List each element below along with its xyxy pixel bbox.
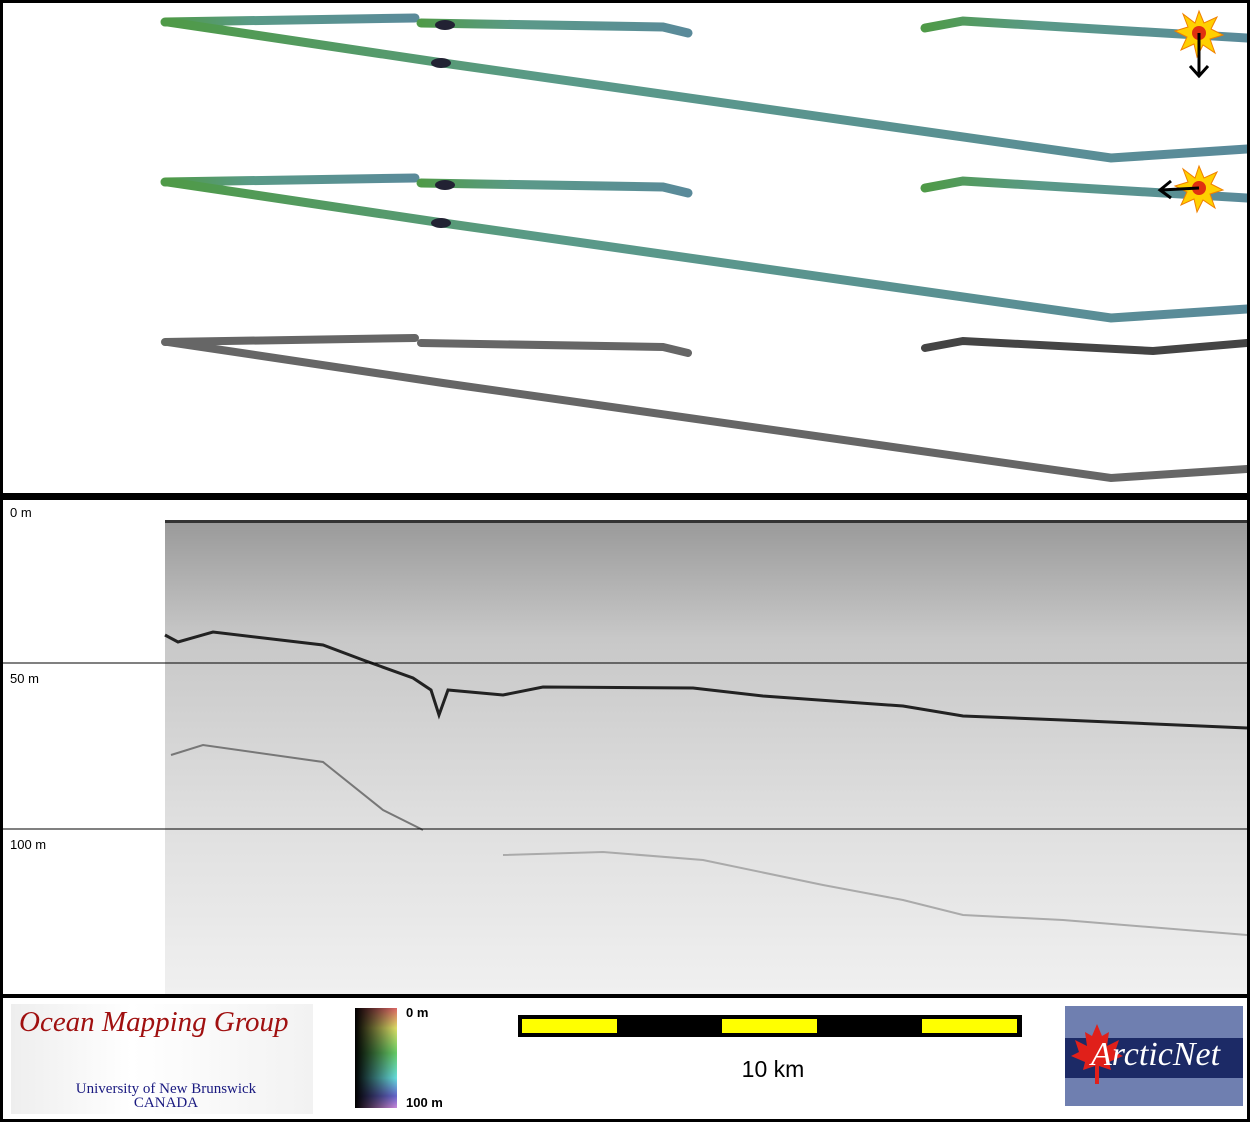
- swath-map: [160, 9, 1247, 483]
- scale-bar-segment: [922, 1019, 1017, 1033]
- omg-logo-country: CANADA: [133, 1095, 199, 1111]
- sun-illumination-icon: [1157, 164, 1225, 214]
- ocean-mapping-group-logo: Ocean Mapping Group University of New Br…: [11, 1004, 313, 1114]
- arcticnet-logo-text: ArcticNet: [1091, 1036, 1221, 1073]
- omg-logo-university: University of New Brunswick: [75, 1081, 257, 1097]
- swath-backscatter: [161, 334, 1247, 483]
- seismic-data-area: [165, 520, 1247, 994]
- depth-colorbar: [355, 1008, 397, 1108]
- sun-illumination-icon: [1173, 9, 1225, 79]
- omg-logo-title: Ocean Mapping Group: [19, 1006, 289, 1038]
- scale-bar-segment: [722, 1019, 817, 1033]
- depth-label-100m: 100 m: [10, 837, 47, 852]
- scale-bar-label: 10 km: [741, 1056, 805, 1082]
- omg-logo-subtitle: University of New Brunswick CANADA: [51, 1081, 281, 1111]
- scale-bar-segment: [522, 1019, 617, 1033]
- depth-label-0m: 0 m: [10, 505, 32, 520]
- swath-bathymetry-lower: [160, 173, 1247, 323]
- swath-map-panel: [3, 3, 1247, 493]
- maple-leaf-icon: [1071, 1024, 1123, 1084]
- seafloor-reflector: [164, 630, 1247, 730]
- depth-label-50m: 50 m: [10, 671, 39, 686]
- swath-bathymetry-upper: [160, 13, 1247, 163]
- colorbar-bottom-label: 100 m: [406, 1095, 443, 1110]
- legend-panel: Ocean Mapping Group University of New Br…: [3, 998, 1247, 1119]
- subbottom-reflector: [170, 743, 424, 831]
- seismic-profile-panel: 0 m 50 m 100 m: [3, 500, 1247, 994]
- colorbar-top-label: 0 m: [406, 1005, 429, 1020]
- arcticnet-logo: ArcticNet: [1065, 1006, 1243, 1106]
- seismic-profile: [3, 520, 1247, 994]
